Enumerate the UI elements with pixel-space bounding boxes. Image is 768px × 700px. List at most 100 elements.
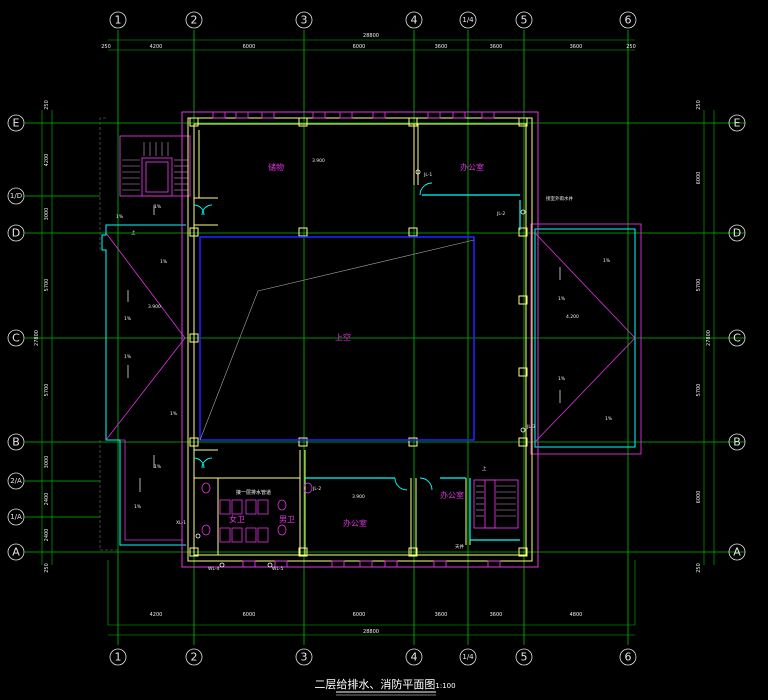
axis-left-D: D bbox=[12, 227, 20, 240]
dim-left-seg-6: 2400 bbox=[44, 493, 50, 506]
right-canopy bbox=[530, 223, 642, 455]
dim-top-seg-1: 4200 bbox=[150, 44, 163, 50]
tag-elev-1: 3.900 bbox=[312, 158, 325, 164]
dim-top-seg-6: 3600 bbox=[570, 44, 583, 50]
axis-bottom-4a: 1/4 bbox=[462, 653, 474, 661]
equipment-tags: JL-1 JL-2 JL-3 WL-4 WL-5 XL-1 JL-2 3.900… bbox=[116, 158, 613, 572]
tag-jl-1: JL-1 bbox=[423, 172, 432, 178]
grid-lines bbox=[25, 30, 745, 645]
tag-slope-5: 1% bbox=[124, 354, 132, 360]
dim-top-seg-3: 6000 bbox=[353, 44, 366, 50]
tag-slope-10: 1% bbox=[558, 296, 566, 302]
doors bbox=[193, 182, 433, 491]
tag-slope-2: 1% bbox=[116, 214, 124, 220]
axis-right-D: D bbox=[733, 227, 741, 240]
axis-bottom-5: 5 bbox=[521, 651, 528, 664]
axis-right-B: B bbox=[733, 436, 741, 449]
drawing-title: 二层给排水、消防平面图1:100 bbox=[314, 677, 456, 696]
axis-left-A: A bbox=[12, 546, 20, 559]
tag-slope-4: 1% bbox=[124, 316, 132, 322]
room-office-south: 办公室 bbox=[343, 518, 367, 528]
tag-jl-2: JL-2 bbox=[496, 211, 505, 217]
tag-wl-4: WL-4 bbox=[208, 566, 220, 572]
tag-xl-1: XL-1 bbox=[176, 520, 186, 526]
stair-northwest bbox=[119, 135, 191, 197]
axis-top-4a: 1/4 bbox=[462, 16, 474, 24]
axis-bottom-6: 6 bbox=[625, 651, 632, 664]
tag-elev-2: 3.900 bbox=[148, 304, 161, 310]
dim-left-seg-8: 250 bbox=[44, 563, 50, 573]
dim-left-seg-5: 3000 bbox=[44, 456, 50, 469]
dim-left-seg-1: 4200 bbox=[44, 154, 50, 167]
dim-left-seg-7: 2400 bbox=[44, 529, 50, 542]
dim-top-seg-2: 6000 bbox=[243, 44, 256, 50]
tag-wl-5: WL-5 bbox=[272, 566, 284, 572]
dim-bottom-total: 28800 bbox=[363, 629, 379, 635]
axis-bottom-3: 3 bbox=[301, 651, 308, 664]
dim-right-seg-4: 6000 bbox=[696, 491, 702, 504]
tag-slope-3: 1% bbox=[160, 259, 168, 265]
tag-roof-note: 天井 bbox=[455, 543, 464, 550]
axis-top-2: 2 bbox=[191, 14, 198, 27]
axis-labels: 1 2 3 4 1/4 5 6 1 2 3 4 1/4 5 6 E 1/D D … bbox=[10, 14, 741, 664]
tag-drain-note: 接室外雨水井 bbox=[546, 195, 573, 202]
dim-right-seg-3: 5700 bbox=[696, 384, 702, 397]
axis-bottom-4: 4 bbox=[411, 651, 418, 664]
label-pipe-note: 接一层排水管道 bbox=[236, 489, 271, 496]
room-toilet-women: 女卫 bbox=[229, 514, 245, 524]
dimension-lines bbox=[41, 39, 715, 636]
room-office-se: 办公室 bbox=[440, 490, 464, 500]
dim-left-total: 27800 bbox=[34, 330, 40, 346]
axis-top-3: 3 bbox=[301, 14, 308, 27]
dim-right-total: 27800 bbox=[706, 330, 712, 346]
dimension-texts: 28800 250 4200 6000 6000 3600 3600 3600 … bbox=[34, 33, 712, 635]
dim-top-seg-5: 3600 bbox=[490, 44, 503, 50]
axis-right-E: E bbox=[734, 117, 741, 130]
axis-bottom-2: 2 bbox=[191, 651, 198, 664]
axis-right-A: A bbox=[733, 546, 741, 559]
dim-bottom-seg-5: 4800 bbox=[570, 612, 583, 618]
room-storage: 储物 bbox=[268, 162, 284, 172]
dim-top-seg-7: 250 bbox=[626, 44, 636, 50]
atrium bbox=[199, 236, 475, 441]
left-canopy bbox=[99, 117, 186, 551]
room-atrium: 上空 bbox=[335, 332, 351, 342]
dim-right-seg-2: 5700 bbox=[696, 279, 702, 292]
dim-bottom-seg-3: 3600 bbox=[435, 612, 448, 618]
title-text: 二层给排水、消防平面图1:100 bbox=[314, 677, 455, 691]
axis-bubbles bbox=[7, 11, 746, 666]
tag-slope-12: 1% bbox=[605, 416, 613, 422]
dim-bottom-seg-4: 3600 bbox=[490, 612, 503, 618]
room-labels: 储物 办公室 上空 办公室 办公室 女卫 男卫 接一层排水管道 bbox=[229, 162, 484, 528]
slope-arrows bbox=[127, 205, 561, 492]
axis-left-1D: 1/D bbox=[10, 192, 22, 200]
pipe-lines bbox=[305, 194, 521, 541]
axis-top-6: 6 bbox=[625, 14, 632, 27]
tag-slope-7: 1% bbox=[154, 464, 162, 470]
dim-left-seg-3: 5700 bbox=[44, 279, 50, 292]
tag-elev-4: 3.900 bbox=[352, 494, 365, 500]
stair-southeast bbox=[473, 479, 519, 529]
axis-left-B: B bbox=[12, 436, 20, 449]
axis-right-C: C bbox=[733, 332, 741, 345]
axis-top-5: 5 bbox=[521, 14, 528, 27]
columns bbox=[189, 117, 528, 557]
axis-top-1: 1 bbox=[115, 14, 122, 27]
dim-left-seg-4: 5700 bbox=[44, 384, 50, 397]
tag-jl-3: JL-3 bbox=[526, 424, 535, 430]
axis-left-C: C bbox=[12, 332, 20, 345]
tag-slope-8: 1% bbox=[134, 504, 142, 510]
tag-stair-up-1: 上 bbox=[131, 229, 136, 236]
tag-slope-6: 1% bbox=[170, 411, 178, 417]
dim-top-total: 28800 bbox=[363, 33, 379, 39]
axis-left-2A: 2/A bbox=[10, 477, 22, 485]
title-scale: 1:100 bbox=[435, 682, 455, 690]
dim-bottom-seg-2: 6000 bbox=[353, 612, 366, 618]
room-office-north: 办公室 bbox=[460, 162, 484, 172]
tag-slope-1: 1% bbox=[154, 204, 162, 210]
dim-bottom-seg-0: 4200 bbox=[150, 612, 163, 618]
tag-slope-11: 1% bbox=[558, 376, 566, 382]
dim-right-seg-1: 6000 bbox=[696, 172, 702, 185]
dim-left-seg-2: 3000 bbox=[44, 208, 50, 221]
